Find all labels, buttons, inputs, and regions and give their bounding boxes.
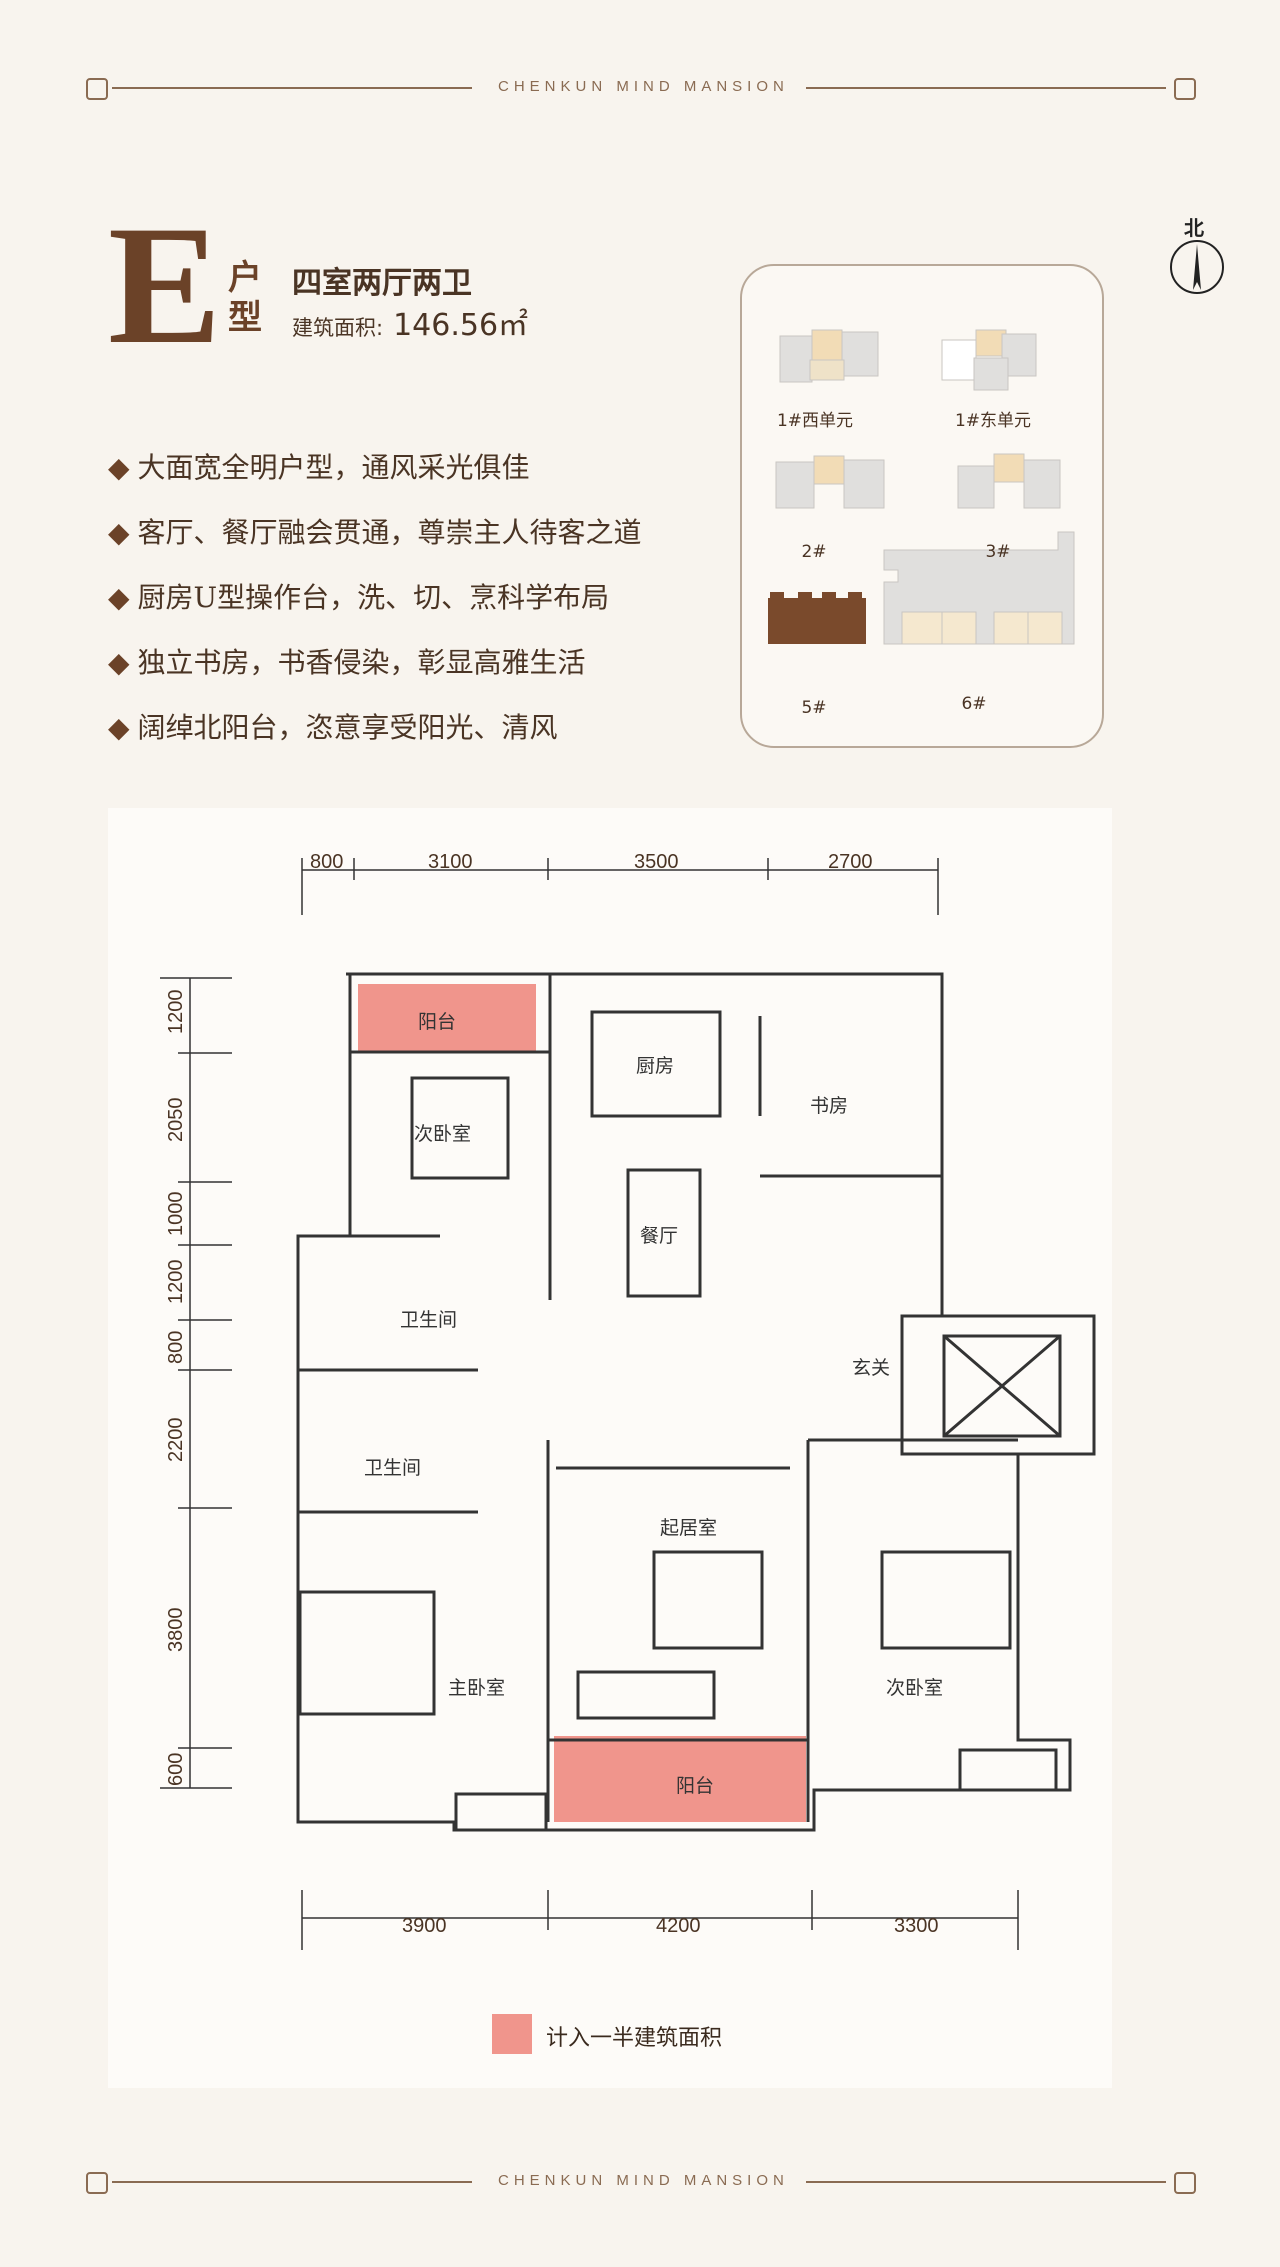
- building-3: [957, 453, 1061, 509]
- brand-seal-icon: [1174, 78, 1196, 100]
- footer-rule-right: [806, 2181, 1166, 2183]
- diamond-icon: ◆: [108, 711, 130, 744]
- room-dining: 餐厅: [640, 1225, 678, 1247]
- dim-bottom-2: 4200: [656, 1915, 701, 1937]
- dim-left-1: 1200: [165, 990, 187, 1035]
- dim-top-3: 3500: [634, 851, 679, 873]
- dimension-lines: [160, 858, 1019, 1950]
- compass-label: 北: [1184, 216, 1204, 240]
- dim-left-8: 600: [165, 1753, 187, 1786]
- room-entrance: 玄关: [852, 1357, 890, 1379]
- key-plan: 1#西单元 1#东单元 2# 3# 5# 6#: [740, 264, 1104, 748]
- feature-item: ◆阔绰北阳台，恣意享受阳光、清风: [108, 711, 558, 744]
- brand-seal-icon: [86, 2172, 108, 2194]
- dim-top-1: 800: [310, 851, 343, 873]
- header-rule-right: [806, 87, 1166, 89]
- layout-name: 四室两厅两卫: [292, 266, 472, 301]
- key-label-3: 3#: [985, 542, 1011, 562]
- building-6: [883, 531, 1075, 645]
- room-study: 书房: [810, 1095, 848, 1117]
- feature-item: ◆客厅、餐厅融会贯通，尊崇主人待客之道: [108, 516, 642, 549]
- brand-seal-icon: [1174, 2172, 1196, 2194]
- key-label-5: 5#: [801, 698, 827, 718]
- area-label: 建筑面积:: [292, 316, 384, 340]
- room-bathroom-1: 卫生间: [400, 1309, 457, 1331]
- dim-bottom-1: 3900: [402, 1915, 447, 1937]
- building-1-west: [779, 329, 879, 383]
- north-arrow-icon: [1170, 240, 1224, 294]
- dim-left-3: 1000: [165, 1192, 187, 1237]
- dimension-labels-top: 800 3100 3500 2700: [310, 851, 873, 873]
- key-label-1-west: 1#西单元: [776, 411, 854, 431]
- legend-text: 计入一半建筑面积: [546, 2026, 723, 2051]
- unit-suffix: 户型: [228, 258, 262, 338]
- south-balcony-fill: [554, 1736, 806, 1822]
- footer-rule-left: [112, 2181, 472, 2183]
- room-south-balcony: 阳台: [676, 1775, 714, 1797]
- area-row: 建筑面积: 146.56㎡: [292, 300, 528, 344]
- floor-plan-panel: [108, 808, 1112, 2088]
- room-kitchen: 厨房: [636, 1055, 674, 1077]
- area-value: 146.56㎡: [393, 308, 529, 343]
- feature-item: ◆厨房U型操作台，洗、切、烹科学布局: [108, 581, 610, 614]
- north-balcony-fill: [358, 984, 536, 1052]
- key-label-2: 2#: [801, 542, 827, 562]
- dimension-labels-left: 1200 2050 1000 1200 800 2200 3800 600: [165, 990, 187, 1787]
- header-rule-left: [112, 87, 472, 89]
- key-label-1-east: 1#东单元: [954, 411, 1032, 431]
- dim-left-4: 1200: [165, 1260, 187, 1305]
- feature-item: ◆独立书房，书香侵染，彰显高雅生活: [108, 646, 586, 679]
- dim-left-2: 2050: [165, 1098, 187, 1143]
- dim-left-7: 3800: [165, 1608, 187, 1653]
- dim-left-5: 800: [165, 1331, 187, 1364]
- room-master-bedroom: 主卧室: [448, 1677, 505, 1699]
- feature-item: ◆大面宽全明户型，通风采光俱佳: [108, 451, 530, 484]
- diamond-icon: ◆: [108, 581, 130, 614]
- dim-left-6: 2200: [165, 1418, 187, 1463]
- key-label-6: 6#: [961, 694, 987, 714]
- diamond-icon: ◆: [108, 646, 130, 679]
- legend-swatch: [492, 2014, 532, 2054]
- room-bathroom-2: 卫生间: [364, 1457, 421, 1479]
- room-north-balcony: 阳台: [418, 1011, 456, 1033]
- diamond-icon: ◆: [108, 451, 130, 484]
- dim-top-4: 2700: [828, 851, 873, 873]
- key-plan-buildings: [768, 329, 1075, 645]
- building-5: [768, 592, 866, 644]
- room-second-bedroom-north: 次卧室: [414, 1123, 471, 1145]
- building-2: [775, 455, 885, 509]
- feature-list: ◆大面宽全明户型，通风采光俱佳 ◆客厅、餐厅融会贯通，尊崇主人待客之道 ◆厨房U…: [108, 446, 748, 771]
- room-labels: 阳台 厨房 书房 次卧室 餐厅 卫生间 玄关 卫生间 起居室 主卧室 次卧室 阳…: [364, 1011, 943, 1797]
- dim-bottom-3: 3300: [894, 1915, 939, 1937]
- diamond-icon: ◆: [108, 516, 130, 549]
- dimension-labels-bottom: 3900 4200 3300: [402, 1915, 939, 1937]
- unit-letter: E: [108, 191, 222, 379]
- dim-top-2: 3100: [428, 851, 473, 873]
- walls: [296, 972, 1096, 1832]
- brand-seal-icon: [86, 78, 108, 100]
- brand-name-bottom: CHENKUN MIND MANSION: [498, 2172, 789, 2189]
- room-living: 起居室: [660, 1517, 717, 1539]
- room-second-bedroom-south: 次卧室: [886, 1677, 943, 1699]
- brand-name-top: CHENKUN MIND MANSION: [498, 78, 789, 95]
- building-1-east: [941, 329, 1037, 391]
